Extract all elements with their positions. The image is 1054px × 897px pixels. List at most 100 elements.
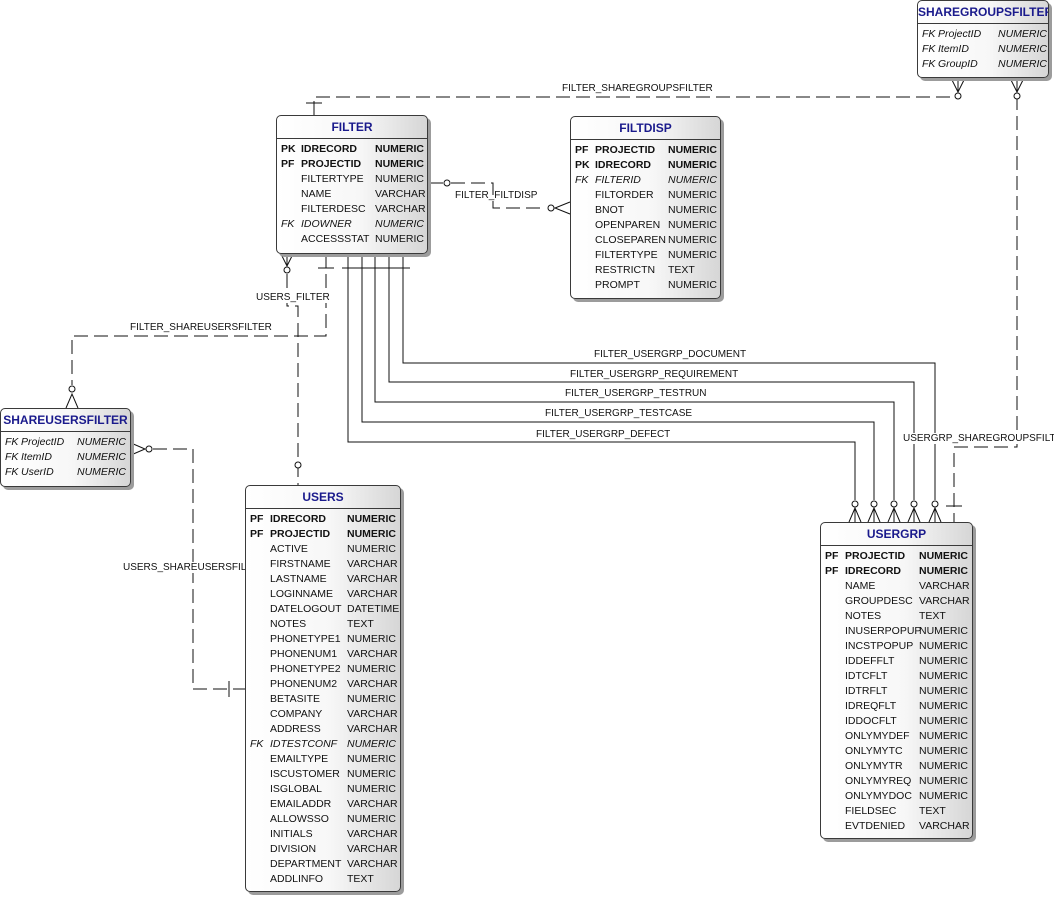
column-name: FILTERDESC (301, 203, 366, 215)
column-type: NUMERIC (77, 436, 126, 448)
crowsfoot-marker (130, 442, 147, 456)
rel-line-usergrp-sharegroupsfilter[interactable] (953, 96, 1018, 522)
rel-line-filter-sharegroupsfilter[interactable] (313, 96, 958, 115)
column-name: PROJECTID (301, 158, 362, 170)
optional-marker (851, 500, 859, 508)
entity-title: USERGRP (821, 523, 972, 546)
rel-line-filter-usergrp-testrun[interactable] (374, 254, 895, 500)
column-type: NUMERIC (77, 466, 126, 478)
rel-line-users-filter[interactable] (286, 274, 299, 485)
column-type: NUMERIC (347, 738, 396, 750)
column-name: ItemID (938, 43, 969, 55)
column-type: NUMERIC (347, 768, 396, 780)
optional-marker (547, 204, 555, 212)
rel-line-filter-shareusersfilter[interactable] (71, 254, 327, 385)
rel-line-filter-usergrp-testcase[interactable] (361, 254, 875, 500)
column-type: NUMERIC (919, 790, 968, 802)
rel-label-usergrp-sharegroupsfilter: USERGRP_SHAREGROUPSFILT (903, 433, 1054, 444)
column-name: FILTORDER (595, 189, 654, 201)
column-type: VARCHAR (347, 723, 398, 735)
column-name: FILTERTYPE (595, 249, 658, 261)
column-type: NUMERIC (919, 655, 968, 667)
rel-line-filter-usergrp-document[interactable] (402, 254, 936, 500)
column-type: NUMERIC (347, 753, 396, 765)
rel-line-filter-usergrp-defect[interactable] (347, 254, 856, 500)
